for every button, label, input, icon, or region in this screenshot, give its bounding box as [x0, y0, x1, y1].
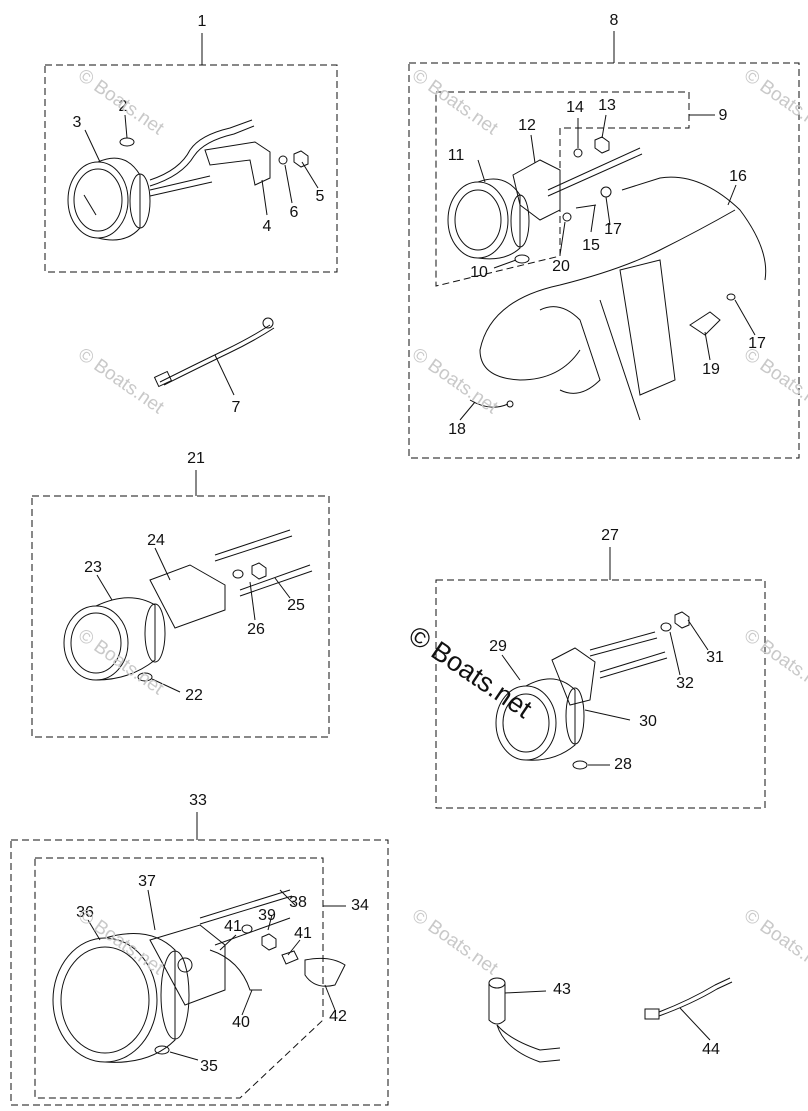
callout-33: 33	[189, 792, 207, 809]
callout-16: 16	[729, 168, 747, 185]
callout-27: 27	[601, 527, 619, 544]
gauge-29	[495, 611, 690, 761]
callout-41a: 41	[224, 918, 242, 935]
callout-12: 12	[518, 117, 536, 134]
callout-34: 34	[351, 897, 369, 914]
callout-42: 42	[329, 1008, 347, 1025]
callout-17b: 17	[748, 335, 766, 352]
callout-18: 18	[448, 421, 466, 438]
callout-30: 30	[639, 713, 657, 730]
bulb-22	[137, 672, 153, 682]
group-box-34	[34, 857, 324, 1099]
callout-40: 40	[232, 1014, 250, 1031]
group-box-27	[435, 579, 766, 809]
cable-16	[479, 176, 767, 381]
callout-43: 43	[553, 981, 571, 998]
callout-2: 2	[118, 98, 128, 115]
callout-19: 19	[702, 361, 720, 378]
harness-7	[153, 317, 275, 388]
callout-1: 1	[197, 13, 207, 30]
callout-21: 21	[187, 450, 205, 467]
callout-15: 15	[582, 237, 600, 254]
group-box-33	[10, 839, 389, 1106]
callout-24: 24	[147, 532, 165, 549]
callout-6: 6	[289, 204, 299, 221]
engine-block-outline	[539, 259, 676, 421]
callout-17a: 17	[604, 221, 622, 238]
callout-35: 35	[200, 1058, 218, 1075]
gauge-11	[447, 136, 643, 260]
callout-3: 3	[72, 114, 82, 131]
gauge-1	[67, 119, 309, 241]
callout-11: 11	[447, 147, 465, 164]
callout-36: 36	[76, 904, 94, 921]
harness-44	[644, 977, 733, 1020]
callout-38: 38	[289, 894, 307, 911]
callout-39: 39	[258, 907, 276, 924]
group-box-8	[408, 62, 800, 459]
wire-18	[469, 399, 514, 408]
group-box-21	[31, 495, 330, 738]
callout-28: 28	[614, 756, 632, 773]
callout-44: 44	[702, 1041, 720, 1058]
callout-31: 31	[706, 649, 724, 666]
callout-14: 14	[566, 99, 584, 116]
gauge-36	[52, 889, 346, 1063]
callout-26: 26	[247, 621, 265, 638]
callout-25: 25	[287, 597, 305, 614]
screw-15-washer-20	[562, 186, 612, 222]
callout-13: 13	[598, 97, 616, 114]
bulb-10	[514, 254, 530, 264]
callout-23: 23	[84, 559, 102, 576]
group-box-9	[435, 91, 690, 287]
callout-8: 8	[609, 12, 619, 29]
callout-4: 4	[262, 218, 272, 235]
callout-29: 29	[489, 638, 507, 655]
bulb-28	[572, 760, 588, 770]
group-box-1	[44, 64, 338, 273]
leader-lines	[84, 114, 756, 1061]
callout-32: 32	[676, 675, 694, 692]
callout-5: 5	[315, 188, 325, 205]
harness-43	[488, 977, 561, 1063]
callout-22: 22	[185, 687, 203, 704]
callout-10: 10	[470, 264, 488, 281]
bulb-2	[119, 137, 135, 147]
gauge-23	[63, 529, 313, 681]
callout-9: 9	[718, 107, 728, 124]
callout-7: 7	[231, 399, 241, 416]
bulb-35	[154, 1045, 170, 1055]
sensor-19	[689, 293, 736, 336]
callout-37: 37	[138, 873, 156, 890]
callout-41b: 41	[294, 925, 312, 942]
callout-20: 20	[552, 258, 570, 275]
